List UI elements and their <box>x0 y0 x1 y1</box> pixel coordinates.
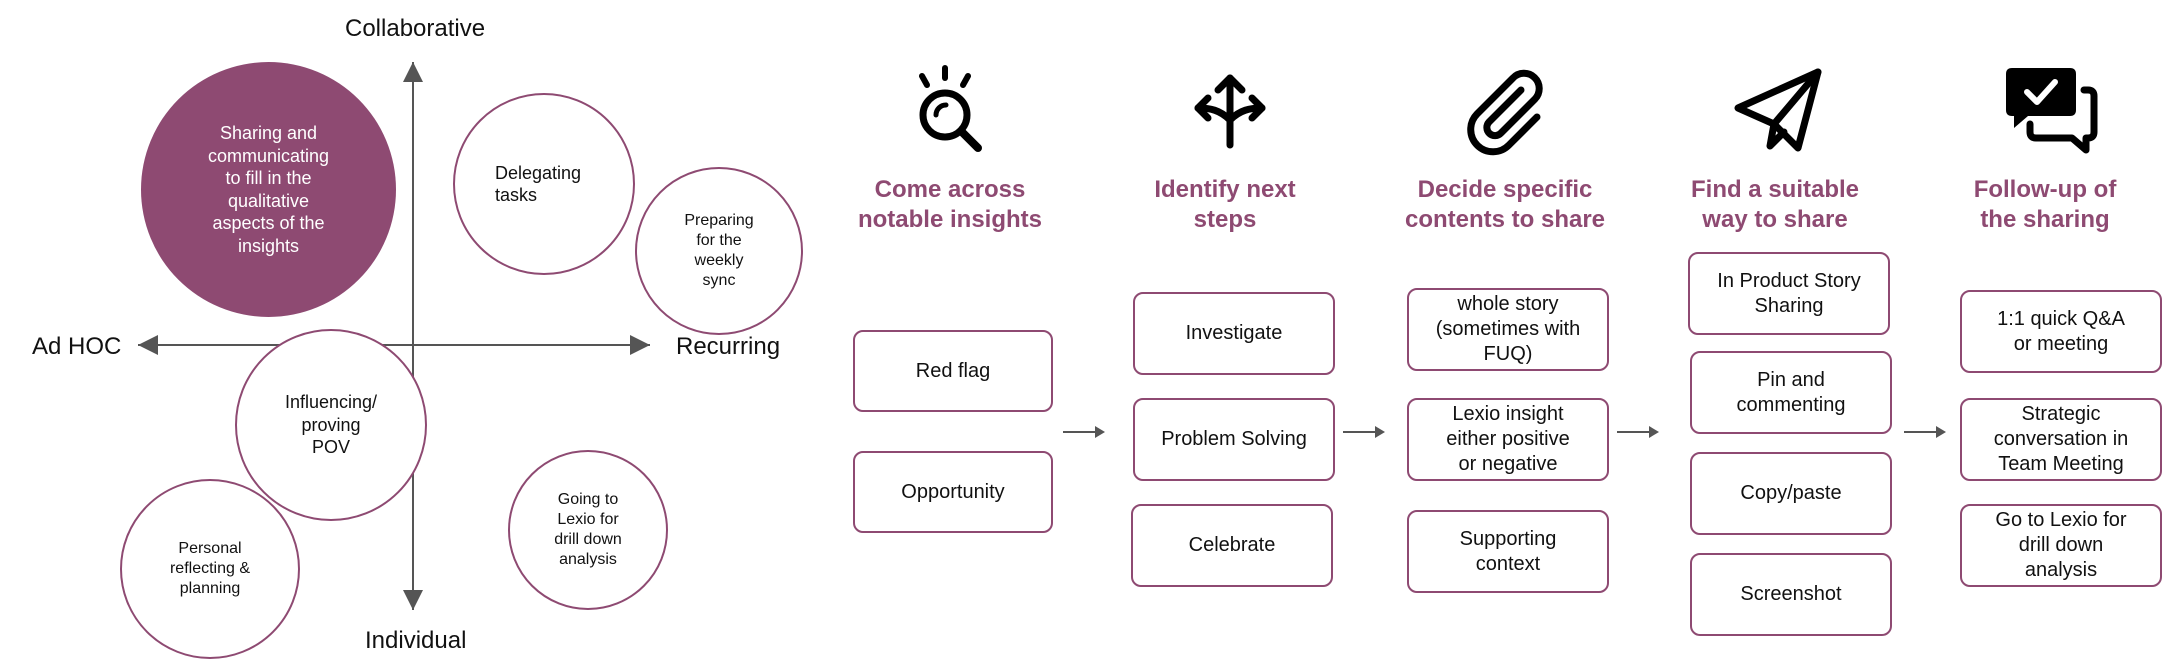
arrow-step-2-3 <box>1343 426 1385 438</box>
card-strategic-conversation: Strategic conversation in Team Meeting <box>1960 398 2162 481</box>
insight-magnifier-icon <box>919 65 982 152</box>
bubble-sharing: Sharing and communicating to fill in the… <box>141 62 396 317</box>
card-celebrate: Celebrate <box>1131 504 1333 587</box>
card-red-flag: Red flag <box>853 330 1053 412</box>
bubble-delegating-text: Delegating tasks <box>494 162 582 206</box>
move-arrows-icon <box>1194 74 1266 149</box>
bubble-preparing: Preparing for the weekly sync <box>635 167 803 335</box>
card-investigate: Investigate <box>1133 292 1335 375</box>
bubble-sharing-text: Sharing and communicating to fill in the… <box>207 123 330 256</box>
bubble-personal: Personal reflecting & planning <box>120 479 300 659</box>
card-quick-qa: 1:1 quick Q&A or meeting <box>1960 290 2162 373</box>
chat-check-icon <box>2006 68 2098 154</box>
arrow-step-1-2 <box>1063 426 1105 438</box>
card-screenshot: Screenshot <box>1690 553 1892 636</box>
bubble-personal-text: Personal reflecting & planning <box>169 540 251 597</box>
bubble-delegating: Delegating tasks <box>453 93 635 275</box>
card-in-product-sharing: In Product Story Sharing <box>1688 252 1890 335</box>
step-title-1: Come across notable insights <box>857 176 1042 233</box>
card-whole-story: whole story (sometimes with FUQ) <box>1407 288 1609 371</box>
step-title-3: Decide specific contents to share <box>1404 176 1606 233</box>
card-copy-paste: Copy/paste <box>1690 452 1892 535</box>
bubble-going: Going to Lexio for drill down analysis <box>508 450 668 610</box>
step-title-2: Identify next steps <box>1154 176 1296 233</box>
axis-label-left: Ad HOC <box>32 333 122 360</box>
card-drill-down: Go to Lexio for drill down analysis <box>1960 504 2162 587</box>
step-title-4: Find a suitable way to share <box>1690 176 1860 233</box>
arrow-step-3-4 <box>1617 426 1659 438</box>
axis-label-bottom: Individual <box>365 627 467 654</box>
bubble-influencing-text: Influencing/ proving POV <box>284 392 378 458</box>
axis-label-right: Recurring <box>676 333 781 360</box>
card-supporting-context: Supporting context <box>1407 510 1609 593</box>
card-pin-commenting: Pin and commenting <box>1690 351 1892 434</box>
card-lexio-insight: Lexio insight either positive or negativ… <box>1407 398 1609 481</box>
bubble-influencing: Influencing/ proving POV <box>235 329 427 521</box>
bubble-preparing-text: Preparing for the weekly sync <box>684 212 754 289</box>
step-title-5: Follow-up of the sharing <box>1973 176 2117 233</box>
card-problem-solving: Problem Solving <box>1133 398 1335 481</box>
axis-label-top: Collaborative <box>345 15 486 42</box>
paperclip-icon <box>1467 69 1543 156</box>
quadrant-diagram: Collaborative Individual Ad HOC Recurrin… <box>0 0 820 665</box>
paper-plane-icon <box>1734 68 1822 152</box>
arrow-step-4-5 <box>1904 426 1946 438</box>
bubble-going-text: Going to Lexio for drill down analysis <box>554 491 622 568</box>
card-opportunity: Opportunity <box>853 451 1053 533</box>
